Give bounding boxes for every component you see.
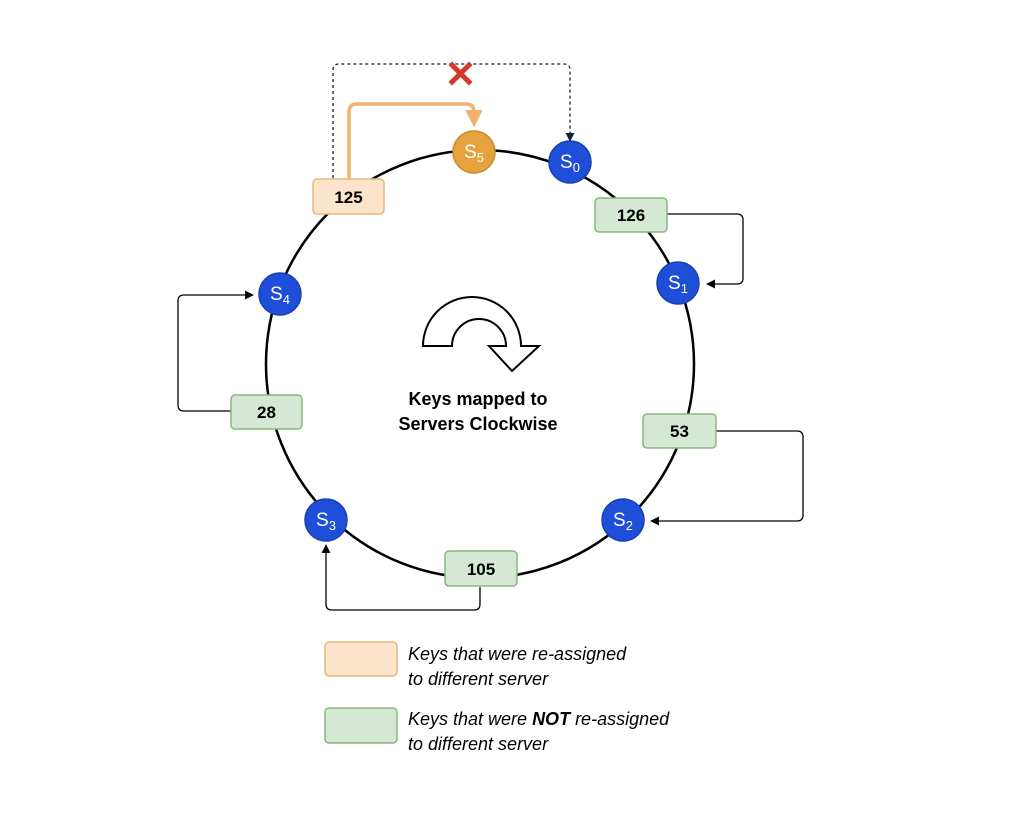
key-53-box: 53 xyxy=(642,413,717,449)
key-28-arrow xyxy=(177,290,254,412)
server-s5-new: S5 xyxy=(452,130,496,174)
server-s1: S1 xyxy=(656,261,700,305)
svg-text:S4: S4 xyxy=(270,284,290,307)
legend-reassigned-line1: Keys that were re-assigned xyxy=(408,644,627,664)
svg-text:S0: S0 xyxy=(560,152,580,175)
legend: Keys that were re-assigned to different … xyxy=(324,641,670,754)
legend-reassigned-line2: to different server xyxy=(408,669,549,689)
key-125-box: 125 xyxy=(312,178,385,215)
legend-reassigned-swatch xyxy=(324,641,398,677)
svg-text:S2: S2 xyxy=(613,510,633,533)
key-126-box: 126 xyxy=(594,197,668,233)
server-s0: S0 xyxy=(548,140,592,184)
center-caption-line1: Keys mapped to xyxy=(408,389,547,409)
svg-text:S5: S5 xyxy=(464,142,484,165)
center-caption-line2: Servers Clockwise xyxy=(398,414,557,434)
clockwise-arrow-icon xyxy=(421,296,542,373)
key-105-box: 105 xyxy=(444,550,518,587)
key-125-label: 125 xyxy=(334,188,362,207)
legend-unchanged-line1: Keys that were NOT re-assigned xyxy=(408,709,670,729)
server-s3: S3 xyxy=(304,498,348,542)
key-126-label: 126 xyxy=(617,206,645,225)
legend-unchanged-line2: to different server xyxy=(408,734,549,754)
svg-text:S1: S1 xyxy=(668,273,688,296)
reassign-arrow xyxy=(347,102,483,180)
key-53-label: 53 xyxy=(670,422,689,441)
server-s2: S2 xyxy=(601,498,645,542)
server-s4: S4 xyxy=(258,272,302,316)
legend-unchanged-swatch xyxy=(324,707,398,744)
key-53-arrow xyxy=(650,430,804,526)
key-105-label: 105 xyxy=(467,560,495,579)
cross-icon xyxy=(448,61,473,86)
key-105-arrow xyxy=(321,544,481,611)
key-28-box: 28 xyxy=(230,394,303,430)
svg-text:S3: S3 xyxy=(316,510,336,533)
key-126-arrow xyxy=(667,213,744,289)
key-28-label: 28 xyxy=(257,403,276,422)
